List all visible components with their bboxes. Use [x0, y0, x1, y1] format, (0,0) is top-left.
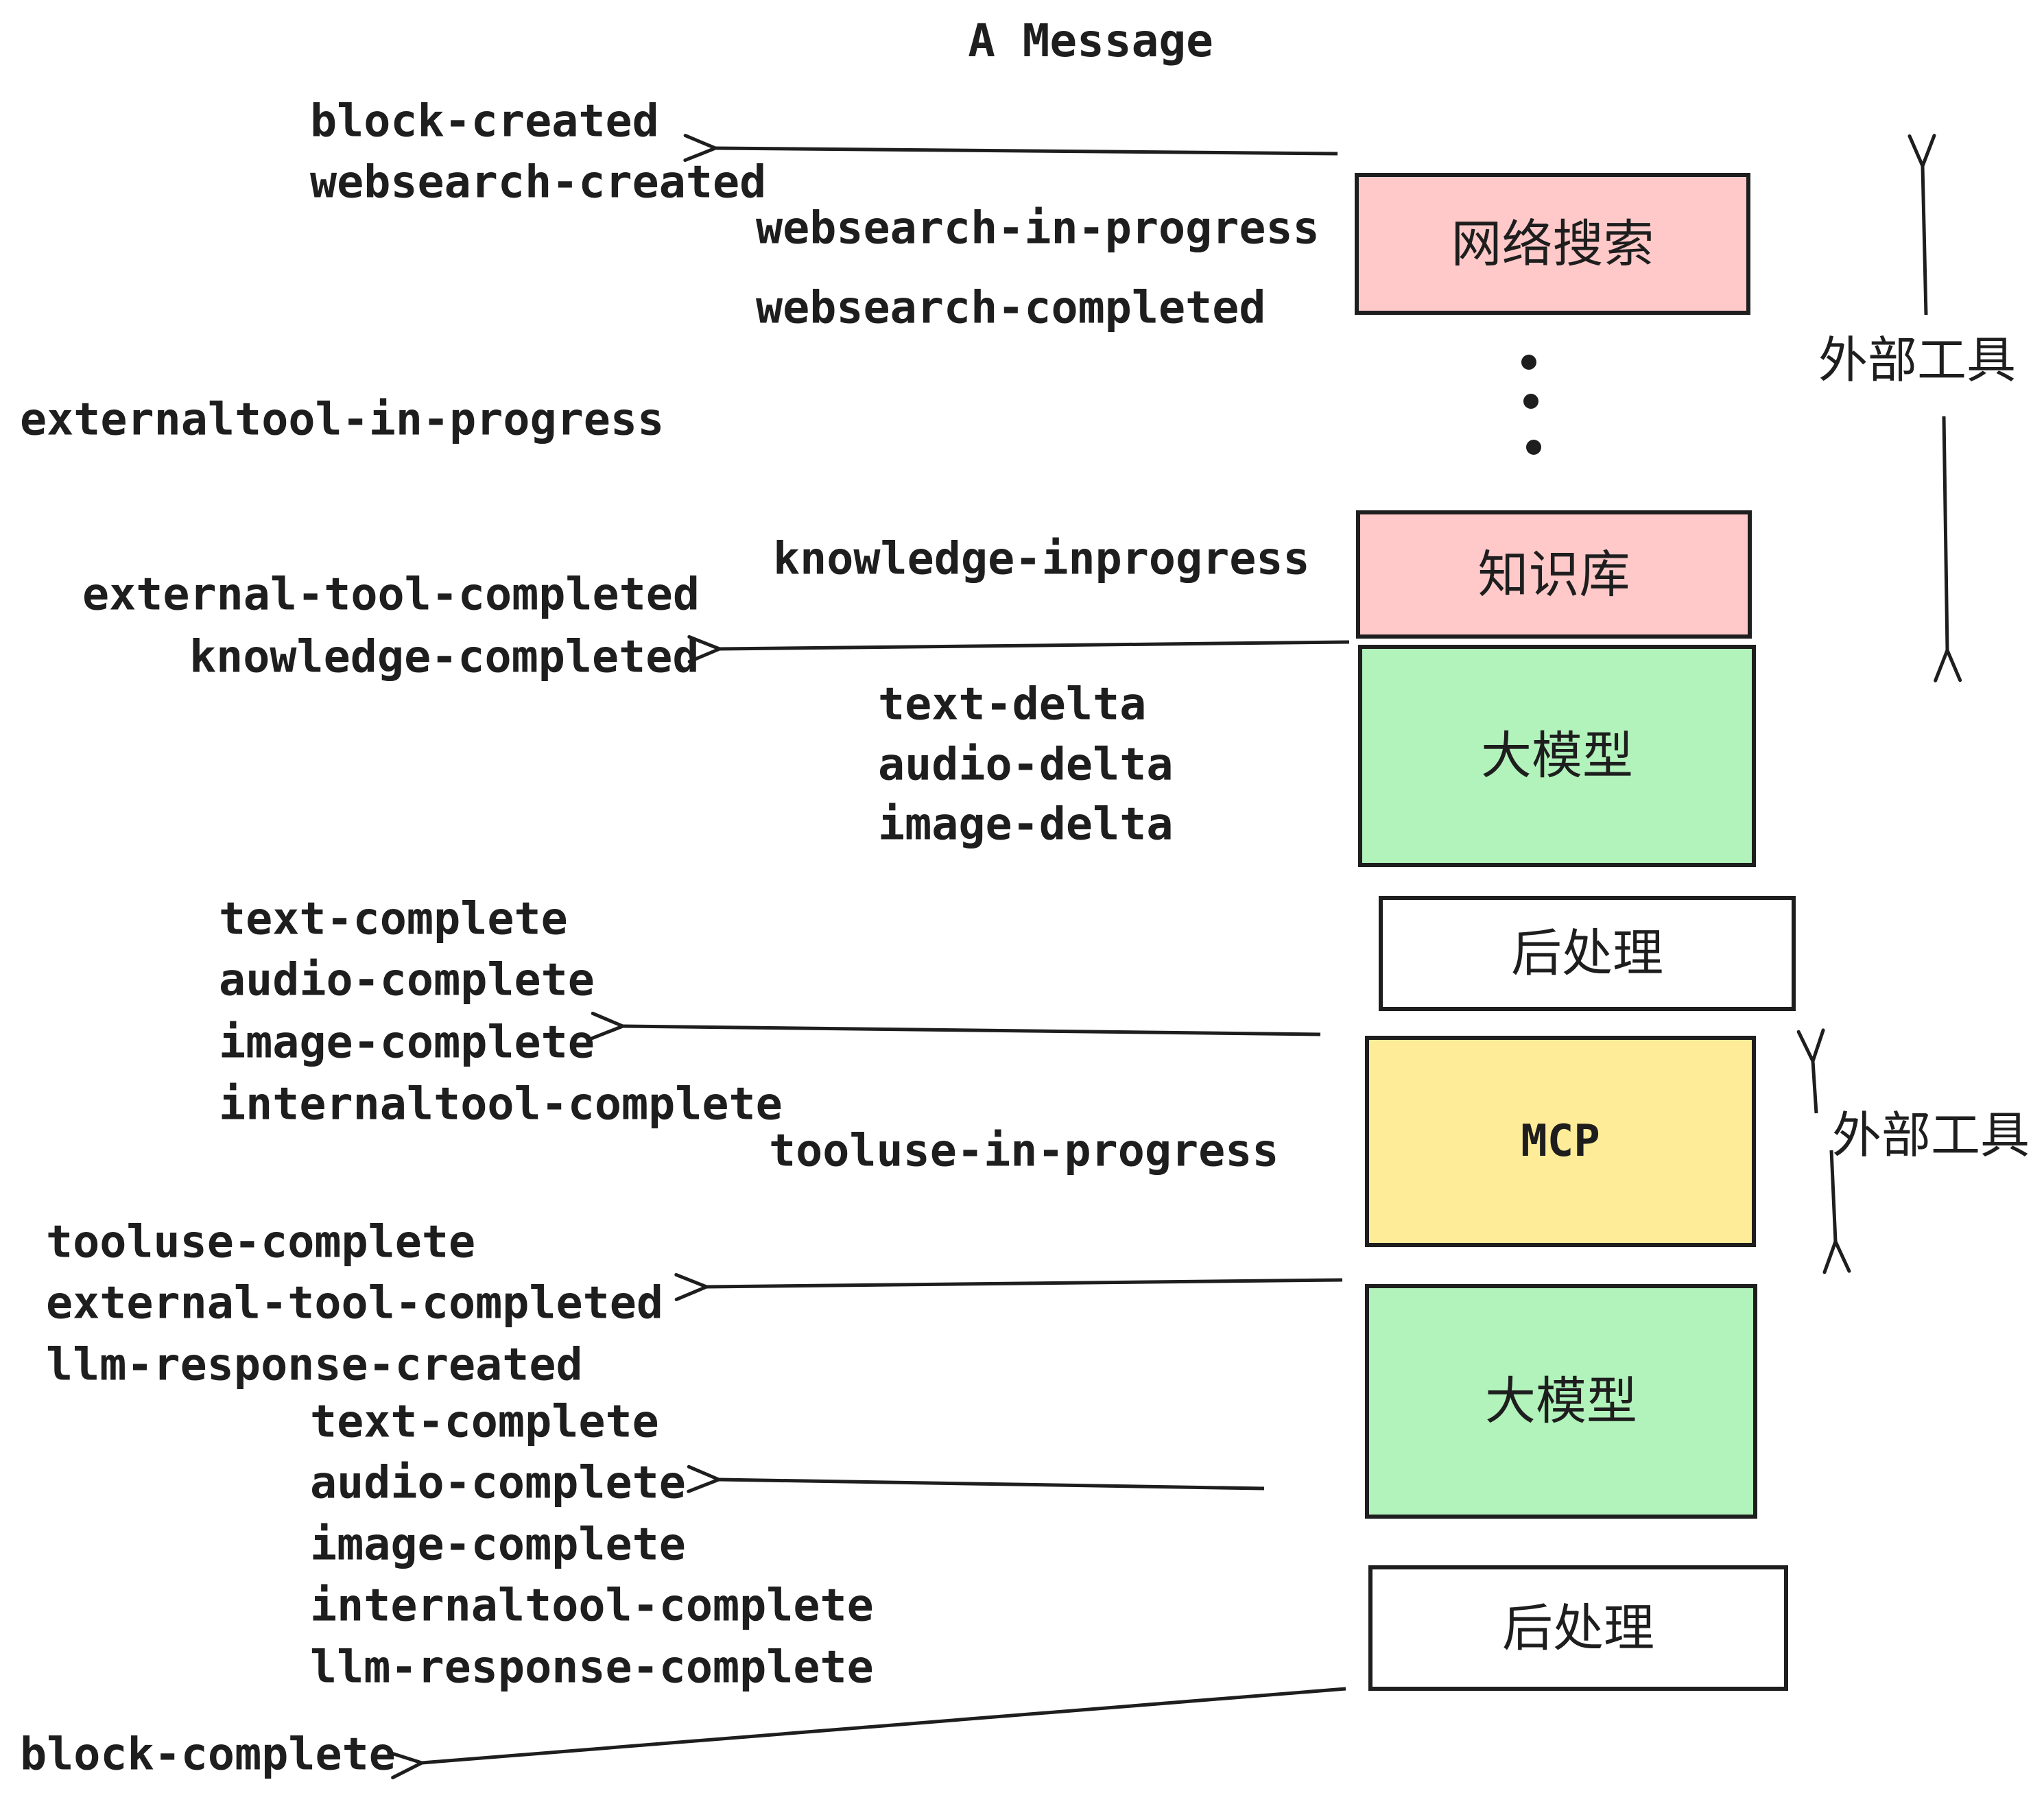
event-external-tool-completed-1: external-tool-completed: [82, 569, 700, 621]
event-tooluse-in-progress: tooluse-in-progress: [769, 1125, 1279, 1177]
box-web-search: 网络搜索: [1355, 173, 1750, 315]
side-label-external-tools-2: 外部工具: [1831, 1108, 2030, 1163]
box-web-search-label: 网络搜索: [1451, 215, 1654, 272]
event-block-complete: block-complete: [20, 1729, 396, 1781]
event-llm-response-complete: llm-response-complete: [310, 1641, 874, 1694]
box-knowledge-base-label: 知识库: [1477, 545, 1630, 603]
event-websearch-created: websearch-created: [310, 156, 767, 209]
box-llm-1: 大模型: [1358, 645, 1756, 867]
event-audio-complete-2: audio-complete: [310, 1457, 686, 1509]
arrow-knowledge-completed: [687, 634, 1350, 663]
box-post-process-1-label: 后处理: [1511, 925, 1663, 982]
event-image-complete-2: image-complete: [310, 1519, 686, 1571]
event-audio-complete-1: audio-complete: [219, 954, 595, 1006]
event-websearch-completed: websearch-completed: [756, 282, 1266, 334]
event-block-created: block-created: [310, 95, 659, 147]
event-websearch-in-progress: websearch-in-progress: [756, 202, 1320, 254]
event-image-complete-1: image-complete: [219, 1017, 595, 1069]
box-llm-1-label: 大模型: [1481, 727, 1633, 784]
box-llm-2: 大模型: [1365, 1284, 1757, 1519]
arrow-block-complete: [389, 1687, 1346, 1779]
side-label-external-tools-1: 外部工具: [1818, 333, 2017, 388]
arrow-tooluse-complete: [674, 1272, 1343, 1301]
box-post-process-2-label: 后处理: [1502, 1599, 1654, 1657]
arrow-external-tool-up-2: [1796, 1028, 1825, 1114]
event-tooluse-complete: tooluse-complete: [46, 1216, 476, 1268]
box-mcp-label: MCP: [1521, 1116, 1600, 1167]
box-post-process-2: 后处理: [1368, 1565, 1788, 1691]
diagram-title: A Message: [968, 14, 1213, 67]
box-llm-2-label: 大模型: [1485, 1373, 1637, 1429]
event-llm-response-created: llm-response-created: [46, 1339, 583, 1391]
event-text-complete-2: text-complete: [310, 1396, 659, 1448]
event-internaltool-complete-1: internaltool-complete: [219, 1078, 783, 1130]
box-post-process-1: 后处理: [1379, 896, 1796, 1011]
event-external-tool-completed-2: external-tool-completed: [46, 1277, 664, 1329]
arrow-image-complete: [591, 1011, 1321, 1040]
event-internaltool-complete-2: internaltool-complete: [310, 1580, 874, 1632]
box-mcp: MCP: [1365, 1036, 1756, 1247]
arrow-external-tool-down-1: [1934, 416, 1962, 683]
event-audio-delta-1: audio-delta: [878, 739, 1174, 791]
event-knowledge-completed: knowledge-completed: [189, 631, 700, 683]
event-knowledge-inprogress: knowledge-inprogress: [773, 533, 1310, 585]
event-image-delta-1: image-delta: [878, 798, 1174, 851]
box-knowledge-base: 知识库: [1356, 510, 1752, 639]
event-externaltool-in-progress: externaltool-in-progress: [20, 394, 665, 446]
arrow-external-tool-down-2: [1822, 1150, 1851, 1274]
arrow-external-tool-up-1: [1908, 134, 1936, 316]
event-text-delta-1: text-delta: [878, 678, 1147, 731]
arrow-audio-complete: [687, 1464, 1265, 1493]
ellipsis-dots: [1521, 355, 1541, 455]
event-text-complete-1: text-complete: [219, 893, 568, 945]
arrow-block-created: [683, 134, 1338, 163]
